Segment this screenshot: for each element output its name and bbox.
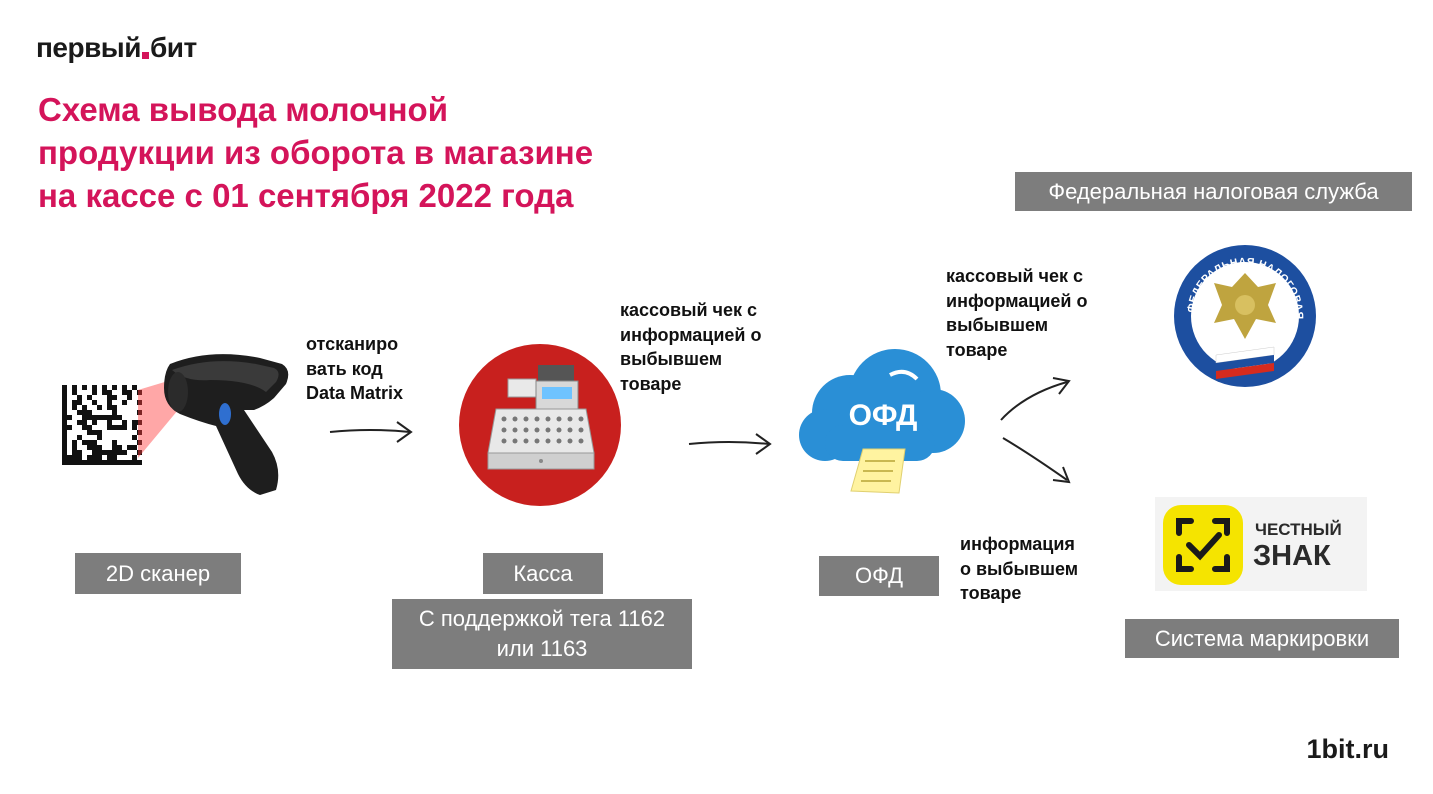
logo-left-text: первый <box>36 32 141 63</box>
logo-dot <box>141 52 149 59</box>
scan-note-line: Data Matrix <box>306 383 404 403</box>
title-line-1: Схема вывода молочной <box>38 91 449 128</box>
kassa-tag-note-line: С поддержкой тега 1162 <box>418 606 666 631</box>
receipt-note-2: кассовый чек с информацией о выбывшем то… <box>946 264 1088 362</box>
ofd-cloud-illustration: ОФД <box>799 349 965 494</box>
scanner-illustration <box>62 354 289 495</box>
logo-right-text: бит <box>149 32 197 63</box>
receipt-note-line: товаре <box>620 373 682 394</box>
site-url: 1bit.ru <box>1306 734 1389 764</box>
chestny-znak-logo: ЧЕСТНЫЙ ЗНАК <box>1155 497 1367 591</box>
arrow-to-marking <box>1002 437 1068 481</box>
scan-note-line: отсканиро <box>306 334 399 354</box>
arrow-scanner-to-kassa <box>329 421 413 443</box>
receipt-note-line: товаре <box>946 339 1008 360</box>
ofd-label: ОФД <box>819 556 939 596</box>
cz-line-2: ЗНАК <box>1253 540 1331 572</box>
receipt-note-line: выбывшем <box>620 349 723 369</box>
info-note-line: о выбывшем <box>960 558 1079 579</box>
scan-note-line: вать код <box>306 358 383 379</box>
kassa-tag-note: С поддержкой тега 1162 или 1163 <box>392 599 692 669</box>
cloud-icon: ОФД <box>799 349 965 461</box>
cz-line-1: ЧЕСТНЫЙ <box>1255 520 1342 539</box>
kassa-tag-note-line: или 1163 <box>496 636 588 661</box>
receipt-note-line: информацией о <box>620 324 762 345</box>
cash-register-illustration <box>459 344 621 506</box>
title-line-2: продукции из оборота в магазине <box>38 134 594 171</box>
receipt-note-line: информацией о <box>946 290 1088 311</box>
kassa-label: Касса <box>483 553 603 594</box>
russian-flag-icon <box>1215 346 1275 379</box>
arrow-kassa-to-ofd <box>688 433 772 455</box>
barcode-scanner-icon <box>164 354 289 495</box>
cash-register-icon <box>487 365 595 470</box>
cloud-ofd-text: ОФД <box>849 399 918 432</box>
receipt-paper-icon <box>850 448 906 494</box>
receipt-note-line: кассовый чек с <box>946 266 1084 286</box>
info-note-line: товаре <box>960 583 1022 603</box>
fns-seal-illustration: ФЕДЕРАЛЬНАЯ НАЛОГОВАЯ СЛУЖБА <box>1172 243 1316 387</box>
branch-arrows <box>1000 377 1071 484</box>
datamatrix-code-icon <box>62 385 142 465</box>
scanner-label: 2D сканер <box>75 553 241 594</box>
receipt-note-line: кассовый чек с <box>620 300 758 320</box>
arrow-to-fns <box>1000 381 1068 421</box>
marking-system-label: Система маркировки <box>1125 619 1399 658</box>
fns-label: Федеральная налоговая служба <box>1015 172 1412 211</box>
info-note: информация о выбывшем товаре <box>960 532 1078 606</box>
brand-logo: первый бит <box>36 32 197 64</box>
scan-note: отсканиро вать код Data Matrix <box>306 332 403 406</box>
receipt-note-line: выбывшем <box>946 315 1049 335</box>
info-note-line: информация <box>960 534 1075 554</box>
receipt-note-1: кассовый чек с информацией о выбывшем то… <box>620 298 762 396</box>
page-title: Схема вывода молочной продукции из оборо… <box>38 88 678 217</box>
title-line-3: на кассе с 01 сентября 2022 года <box>38 177 574 214</box>
eagle-emblem-icon <box>1214 273 1276 339</box>
